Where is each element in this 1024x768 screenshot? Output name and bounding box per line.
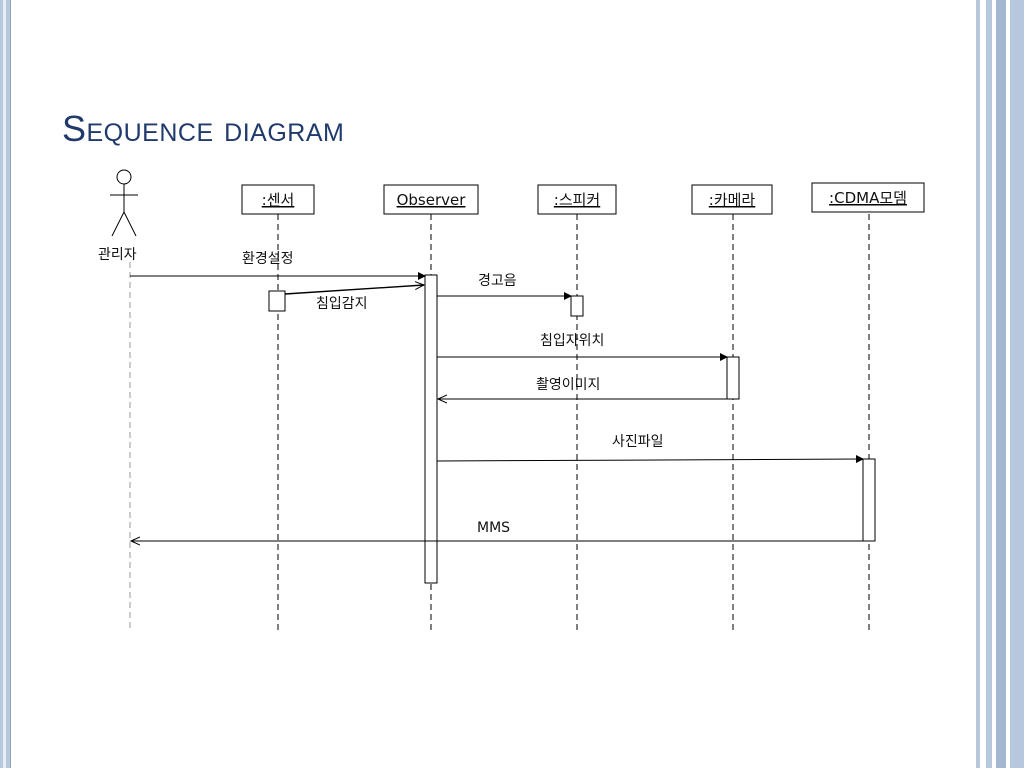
activation-observer <box>424 274 438 584</box>
activation-cdma <box>862 458 876 542</box>
actor-label: 관리자 <box>98 247 137 263</box>
object-box-camera <box>691 184 773 215</box>
message-arrow-intrusion-detect <box>284 285 424 295</box>
activation-camera <box>726 356 740 400</box>
object-box-speaker <box>537 184 617 215</box>
slide-right-border <box>976 0 1024 768</box>
message-label-intruder-location: 침입자위치 <box>540 333 604 349</box>
slide-left-border <box>0 0 11 768</box>
message-label-warning-sound: 경고음 <box>478 273 517 289</box>
message-label-photo-file: 사진파일 <box>612 434 664 450</box>
object-box-sensor <box>241 184 315 215</box>
object-label-cdma: :CDMA모뎀 <box>829 189 907 207</box>
actor-stick-figure <box>110 169 138 237</box>
object-label-observer: Observer <box>397 191 467 209</box>
message-arrow-photo-file <box>436 455 864 464</box>
message-label-intrusion-detect: 침입감지 <box>316 296 368 312</box>
activation-speaker <box>570 295 584 317</box>
object-label-speaker: :스피커 <box>554 191 600 209</box>
message-label-captured-image: 촬영이미지 <box>536 377 600 393</box>
object-label-sensor: :센서 <box>262 191 295 209</box>
activation-sensor <box>268 290 286 312</box>
message-label-mms: MMS <box>477 520 510 536</box>
object-label-camera: :카메라 <box>709 191 756 209</box>
message-label-env-setting: 환경설정 <box>242 251 294 267</box>
object-box-observer <box>383 184 479 215</box>
lifelines <box>129 214 870 630</box>
object-box-cdma <box>811 182 925 213</box>
slide-title: Sequence diagram <box>62 108 345 149</box>
